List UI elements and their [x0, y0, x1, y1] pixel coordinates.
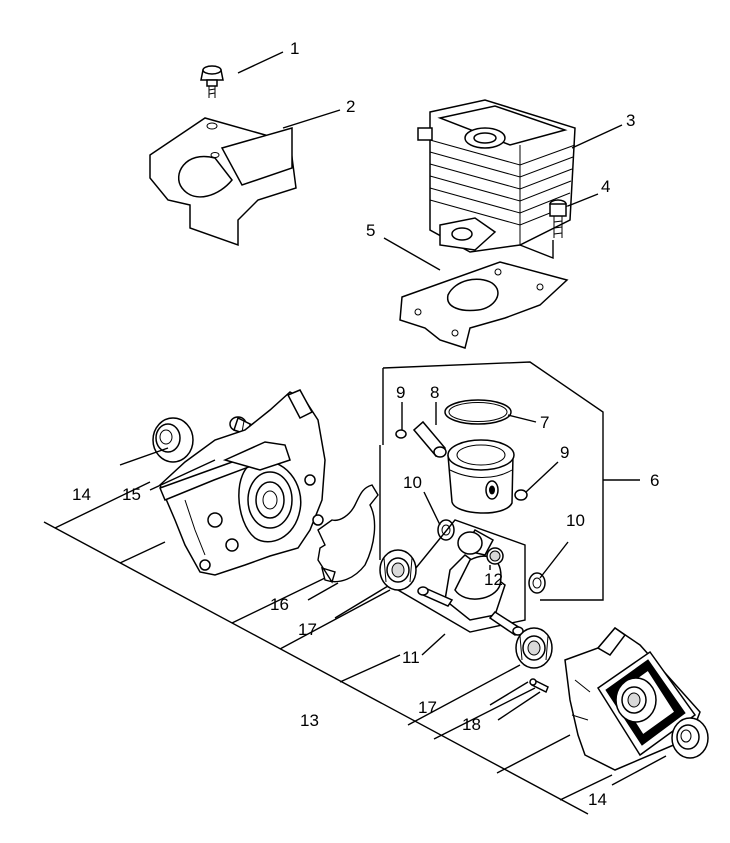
- callout-17b: 17: [418, 698, 437, 717]
- callout-16: 16: [270, 595, 289, 614]
- callout-6: 6: [650, 471, 659, 490]
- part-heat-shield-2: [149, 117, 297, 247]
- callout-3: 3: [626, 111, 635, 130]
- part-gasket-5: [399, 261, 569, 349]
- callout-5: 5: [366, 221, 375, 240]
- callout-4: 4: [601, 177, 610, 196]
- part-circlip-9a: [395, 429, 407, 439]
- leader-lines: [119, 51, 667, 786]
- callout-18: 18: [462, 715, 481, 734]
- callout-11: 11: [402, 648, 420, 667]
- part-piston-ring-7: [444, 399, 512, 425]
- part-cylinder-3: [417, 99, 576, 253]
- part-bearing-17b: [515, 627, 553, 669]
- part-dowel-pin-18: [529, 678, 549, 694]
- part-washer-10b: [528, 572, 546, 594]
- part-piston: [447, 439, 515, 514]
- callout-7: 7: [540, 413, 549, 432]
- part-needle-bearing-12: [486, 547, 504, 565]
- callout-2: 2: [346, 97, 355, 116]
- part-crankcase-right: [564, 626, 701, 771]
- part-crankcase-left: [159, 389, 326, 576]
- callout-9b: 9: [560, 443, 569, 462]
- callout-8: 8: [430, 383, 439, 402]
- part-gasket-16: [317, 484, 379, 584]
- part-circlip-9b: [514, 489, 528, 501]
- part-crankshaft-11: [396, 519, 526, 637]
- callout-12: 12: [484, 570, 503, 589]
- callout-17a: 17: [298, 620, 317, 639]
- part-piston-pin-8: [412, 420, 447, 458]
- part-bolt-4: [549, 199, 567, 238]
- kit-outline-6: [382, 361, 604, 601]
- callout-13: 13: [300, 711, 319, 730]
- callout-1: 1: [290, 39, 299, 58]
- part-oil-seal-14b: [671, 717, 709, 759]
- callout-14a: 14: [72, 485, 91, 504]
- callout-10a: 10: [403, 473, 422, 492]
- callout-10b: 10: [566, 511, 585, 530]
- part-oil-seal-14a: [152, 417, 194, 463]
- part-bearing-17a: [379, 549, 417, 591]
- callout-9a: 9: [396, 383, 405, 402]
- callout-15: 15: [122, 485, 141, 504]
- assembly-13-bracket: [43, 445, 613, 815]
- part-bolt-1: [200, 65, 224, 98]
- callout-14b: 14: [588, 790, 607, 809]
